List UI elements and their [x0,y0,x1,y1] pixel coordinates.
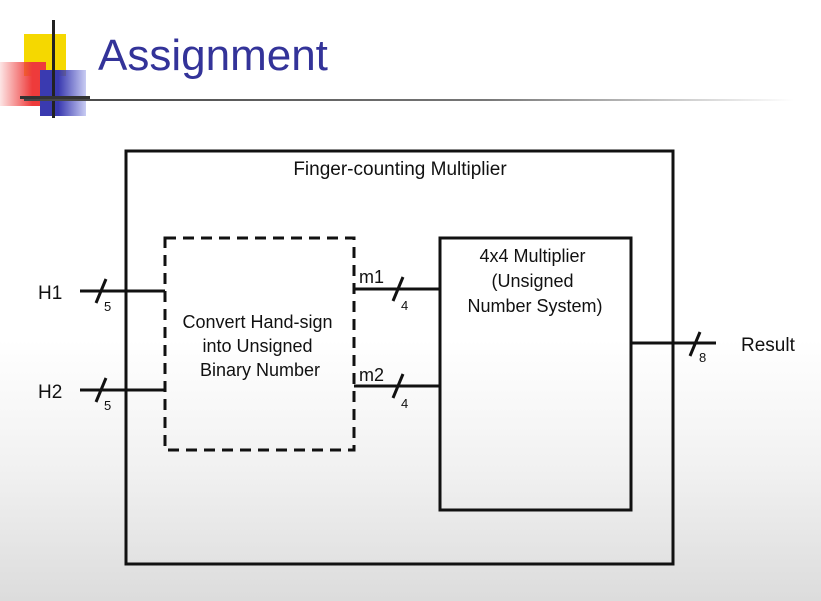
title-underline [24,99,794,101]
wire-m2-label: m2 [359,365,384,385]
vertical-rule [52,20,55,118]
outer-box-label: Finger-counting Multiplier [293,159,507,180]
output-bus-slash [688,331,702,357]
converter-label-line: Convert Hand-sign [182,312,332,332]
multiplier-label-line: Number System) [467,296,602,316]
slide-title: Assignment [98,31,328,80]
outer-box [124,149,675,566]
blue-square [40,70,86,116]
input-h2-label: H2 [38,382,62,403]
input-h2-width: 5 [104,398,111,413]
output-label: Result [741,335,796,356]
converter-box [163,236,356,452]
output-width: 8 [699,350,706,365]
wire-m2-bus-slash [391,373,405,399]
input-h1-bus-slash [94,278,108,304]
multiplier-label-line: 4x4 Multiplier [479,246,585,266]
wire-m1-width: 4 [401,298,408,313]
input-h1-width: 5 [104,299,111,314]
input-h1-label: H1 [38,283,62,304]
converter-label-line: into Unsigned [202,336,312,356]
multiplier-label-line: (Unsigned [491,271,573,291]
corner-decoration [0,0,110,120]
converter-label: Convert Hand-sign into Unsigned Binary N… [182,312,337,380]
multiplier-box [438,236,633,512]
wire-m2-width: 4 [401,396,408,411]
horizontal-rule [20,96,90,99]
input-h2-bus-slash [94,377,108,403]
wire-m1-bus-slash [391,276,405,302]
wire-m1-label: m1 [359,267,384,287]
converter-label-line: Binary Number [200,360,320,380]
multiplier-label: 4x4 Multiplier (Unsigned Number System) [467,246,602,316]
